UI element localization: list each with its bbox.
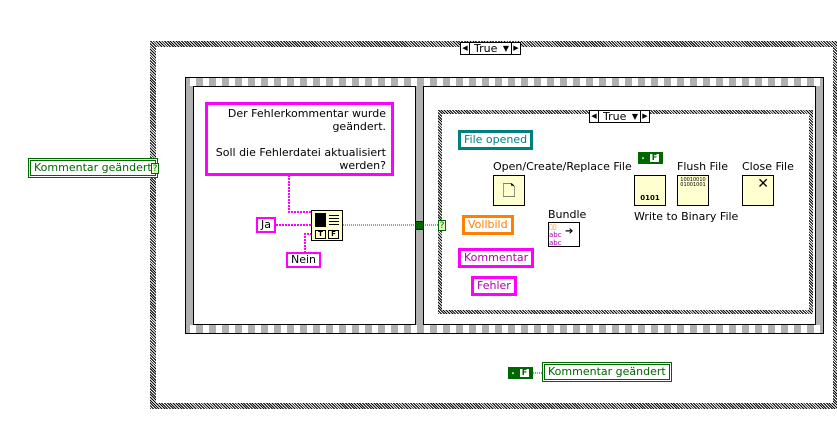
- increment-arrow-icon[interactable]: ▶: [511, 43, 520, 54]
- string-wire-message: [288, 175, 311, 213]
- kommentar-geaendert-indicator[interactable]: Kommentar geändert: [28, 158, 158, 178]
- decrement-arrow-icon[interactable]: ◀: [461, 43, 470, 54]
- bundle-label: Bundle: [548, 208, 587, 221]
- dropdown-arrow-icon[interactable]: ▼: [631, 112, 638, 121]
- fehler-control[interactable]: Fehler: [471, 276, 517, 296]
- two-button-dialog-icon[interactable]: T F: [311, 210, 343, 241]
- nein-constant[interactable]: Nein: [286, 252, 322, 268]
- decrement-arrow-icon[interactable]: ◀: [590, 111, 599, 122]
- kommentar-geaendert-local-variable[interactable]: Kommentar geändert: [542, 362, 672, 382]
- dropdown-arrow-icon[interactable]: ▼: [502, 44, 509, 53]
- sequence-tunnel: [415, 221, 424, 230]
- inner-case-selector-tunnel: ?: [438, 220, 446, 231]
- ja-constant[interactable]: Ja: [256, 217, 276, 233]
- increment-arrow-icon[interactable]: ▶: [640, 111, 649, 122]
- write-binary-file-icon[interactable]: 0101: [634, 175, 666, 206]
- case-selector-tunnel: ?: [151, 163, 159, 174]
- outer-case-selector[interactable]: ◀ True ▼ ▶: [460, 42, 521, 55]
- file-opened-constant[interactable]: File opened: [458, 130, 534, 150]
- vollbild-control[interactable]: Vollbild: [462, 215, 514, 235]
- string-wire-nein: [304, 233, 311, 253]
- kommentar-control[interactable]: Kommentar: [458, 248, 535, 268]
- inner-case-selector[interactable]: ◀ True ▼ ▶: [589, 110, 650, 123]
- open-file-icon[interactable]: 🗋: [493, 175, 525, 206]
- close-file-label: Close File: [742, 160, 794, 173]
- open-file-label: Open/Create/Replace File: [493, 160, 632, 173]
- write-binary-file-label: Write to Binary File: [634, 210, 739, 223]
- message-constant[interactable]: Der Fehlerkommentar wurde geändert. Soll…: [205, 102, 394, 176]
- close-file-icon[interactable]: ✕: [742, 175, 774, 206]
- bundle-arrow-icon: ➔: [565, 226, 574, 237]
- flush-file-label: Flush File: [677, 160, 728, 173]
